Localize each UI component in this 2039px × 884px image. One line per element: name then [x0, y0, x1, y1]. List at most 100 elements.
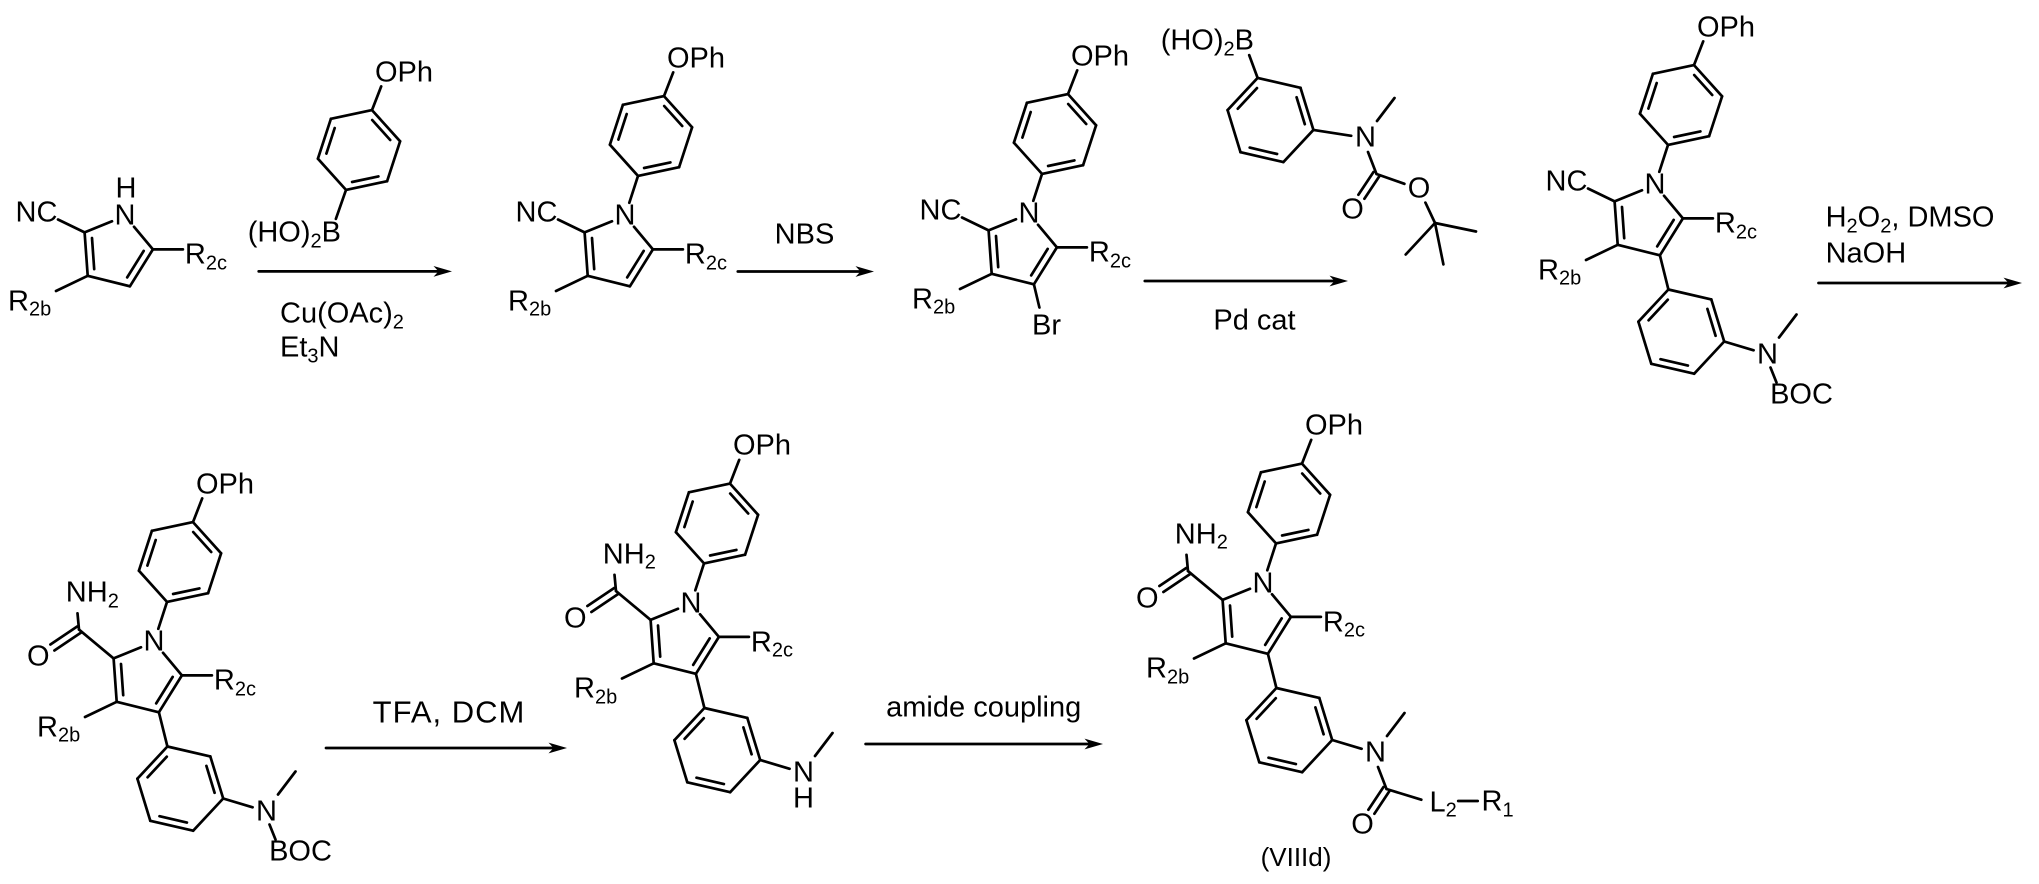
m5-r2b-label-part0: R [37, 711, 58, 743]
bond [1248, 146, 1279, 156]
bond [1613, 200, 1620, 247]
bond [112, 657, 119, 704]
bond [677, 125, 694, 169]
bond [1046, 159, 1076, 168]
m6-structure [586, 458, 834, 794]
bond [385, 139, 402, 183]
m5-r2c-label-part1: 2c [234, 678, 256, 701]
bond [1667, 288, 1713, 301]
r2-carbonyl-o-label: O [1341, 193, 1364, 226]
arrow4-reagent-h2o2-dmso-label-part3: 2 [1880, 215, 1892, 237]
bond [205, 764, 216, 795]
bond [1282, 128, 1315, 164]
m5-structure [49, 497, 297, 841]
bond [613, 573, 618, 593]
bond [1257, 760, 1304, 774]
m3-r2c-label-part0: R [1088, 236, 1110, 269]
bond [154, 675, 175, 705]
bond [191, 530, 213, 554]
bond [1021, 110, 1033, 139]
bond [608, 143, 640, 178]
arrow1-reagent-et3n-label-part0: Et [280, 331, 308, 364]
m2-structure [554, 71, 694, 293]
bond [49, 625, 79, 646]
bond [158, 814, 189, 824]
bond [1158, 566, 1188, 588]
r2-ester-o-label: O [1407, 172, 1431, 205]
m7-l2-label: L2 [1429, 786, 1457, 821]
m4-r2b-label: R2b [1538, 256, 1581, 289]
m1-nh-h-label: H [115, 172, 137, 205]
bond [1032, 246, 1059, 286]
bond [583, 231, 590, 278]
bond [208, 755, 225, 800]
bond [1236, 86, 1259, 111]
bond [649, 618, 656, 665]
m2-r2b-label-part1: 2b [528, 298, 552, 321]
bond [136, 777, 152, 823]
m7-nh2-label-part1: 2 [1216, 531, 1228, 554]
bond [1620, 205, 1626, 240]
bond [662, 104, 684, 128]
bond [1692, 73, 1714, 97]
arrowhead [855, 266, 874, 277]
bond [694, 672, 706, 710]
bond [191, 497, 204, 524]
r2-boronic-label-part2: B [1234, 24, 1254, 57]
bond [1245, 718, 1261, 764]
m5-nh2-label: NH2 [66, 578, 119, 611]
m6-amide-o-label: O [564, 602, 587, 634]
bond [1300, 438, 1313, 465]
bond [370, 118, 392, 142]
m5-r2b-label-part1: 2b [57, 724, 81, 747]
bond [166, 745, 212, 758]
bond [1192, 641, 1228, 660]
bond [76, 611, 81, 631]
arrow-2 [736, 266, 874, 277]
m1-r2b-label: R2b [8, 287, 51, 320]
arrow3-reagent-pdcat-label: Pd cat [1213, 304, 1296, 337]
bond [685, 780, 732, 794]
bond [554, 274, 590, 293]
bond [656, 624, 662, 659]
r2-boronic-label-part0: (HO) [1160, 24, 1224, 57]
bond [698, 612, 721, 639]
m3-r2c-label: R2c [1088, 236, 1131, 271]
bond [590, 236, 596, 271]
bond [987, 217, 1018, 232]
bond [1404, 221, 1437, 256]
m3-nc-label: NC [919, 194, 962, 227]
bond [652, 661, 698, 676]
bond [1330, 738, 1363, 751]
bond [137, 569, 169, 604]
r2-n-label: N [1355, 121, 1376, 154]
bond [157, 674, 184, 714]
arrow-6 [864, 738, 1103, 750]
m6-r2c-label-part1: 2c [771, 639, 793, 662]
bond [1185, 553, 1190, 573]
bond [743, 513, 760, 557]
bond [1312, 128, 1353, 138]
bond [695, 776, 726, 786]
arrow4-reagent-h2o2-dmso-label-part4: , DMSO [1891, 201, 1995, 234]
arrow4-reagent-h2o2-dmso-label: H2O2, DMSO [1826, 201, 1995, 236]
bond [1692, 40, 1705, 67]
bond [1584, 243, 1620, 262]
bond [191, 520, 223, 555]
bond [1066, 69, 1079, 96]
arrowhead [433, 266, 452, 277]
bond [112, 645, 143, 660]
bond [115, 700, 161, 714]
bond [1040, 163, 1085, 176]
bond [636, 165, 681, 178]
m2-oph-label: OPh [667, 42, 726, 75]
bond [728, 482, 760, 517]
bond [1228, 604, 1234, 639]
bond [960, 216, 990, 232]
m3-r2b-label-part0: R [912, 283, 933, 315]
bond [662, 71, 675, 98]
bond [1373, 789, 1391, 816]
m7-nh2-label: NH2 [1175, 520, 1228, 553]
bond [1270, 592, 1293, 619]
m7-l2-label-part0: L [1429, 786, 1446, 818]
